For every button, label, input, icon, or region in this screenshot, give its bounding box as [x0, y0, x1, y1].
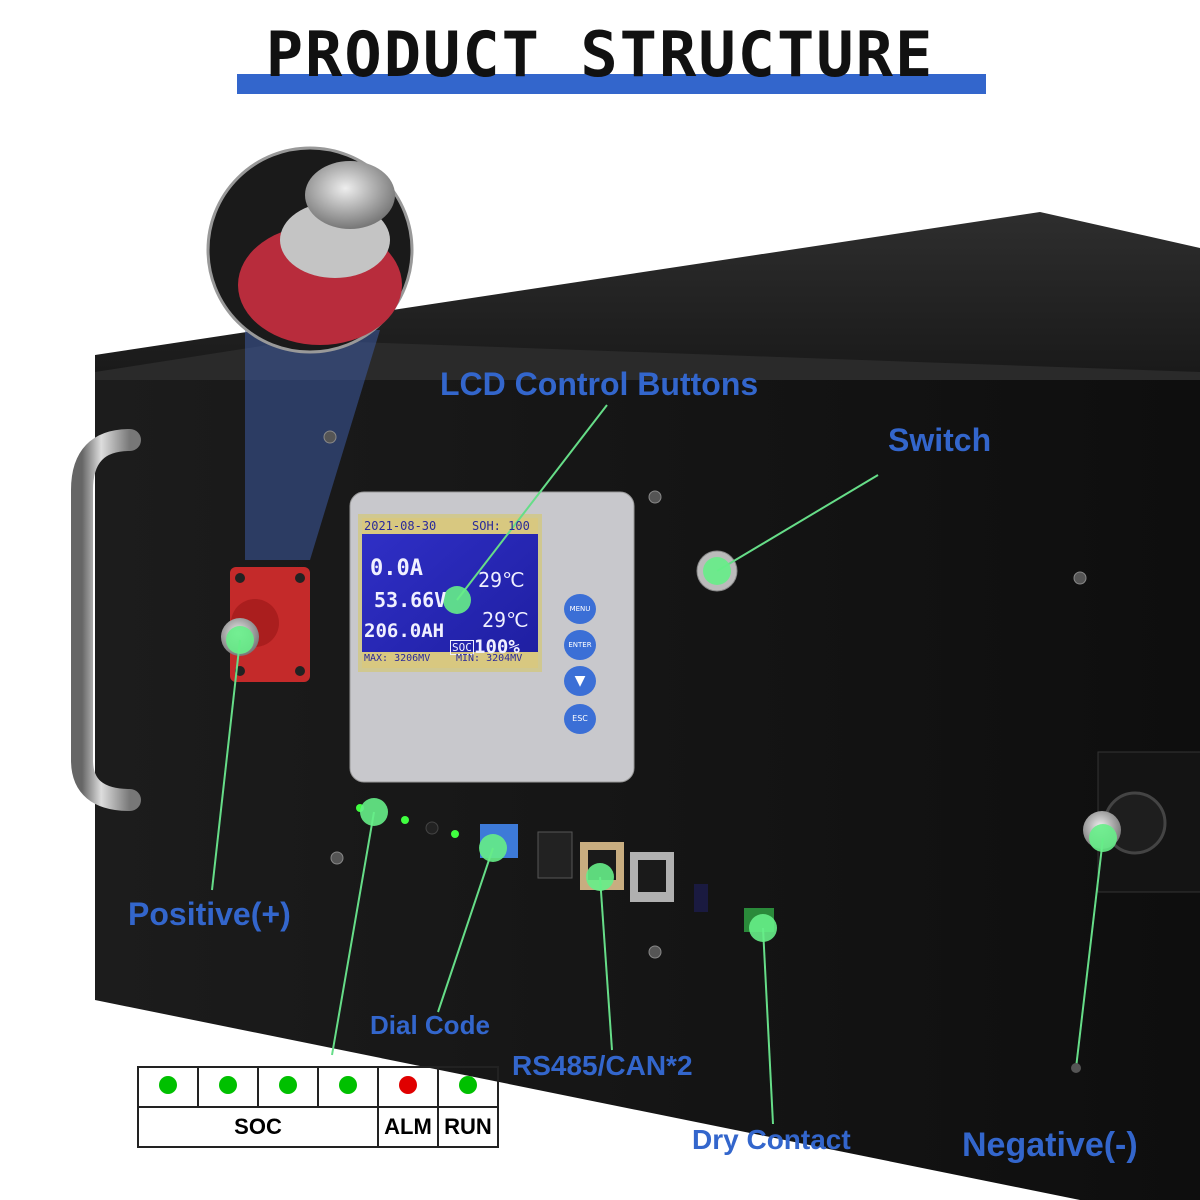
down-button[interactable]: ▼ [564, 666, 596, 696]
phone-port [537, 831, 573, 879]
lcd-temp2: 29℃ [482, 608, 529, 632]
label-dial-code: Dial Code [370, 1010, 490, 1040]
led-cell [137, 1066, 199, 1108]
led-dot-1 [159, 1076, 177, 1094]
handle [71, 429, 141, 811]
label-dry-contact: Dry Contact [692, 1124, 851, 1155]
led-dot-2 [219, 1076, 237, 1094]
label-switch: Switch [888, 422, 992, 458]
lcd-max: MAX: 3206MV [364, 653, 431, 664]
page-title: PRODUCT STRUCTURE [265, 18, 935, 91]
led-legend: SOC ALM RUN [137, 1066, 499, 1148]
led-dot-alm [399, 1076, 417, 1094]
led-cell [197, 1066, 259, 1108]
led-cell [257, 1066, 319, 1108]
lcd-min: MIN: 3204MV [456, 653, 523, 664]
lcd-capacity: 206.0AH [364, 620, 445, 642]
led-dot-3 [279, 1076, 297, 1094]
lcd-soh: SOH: 100 [472, 519, 530, 533]
alm-label: ALM [377, 1106, 439, 1148]
lcd-date: 2021-08-30 [364, 519, 437, 533]
run-label: RUN [437, 1106, 499, 1148]
lcd-current: 0.0A [370, 556, 423, 581]
lcd-voltage: 53.66V [374, 588, 447, 612]
led-dot-run [459, 1076, 477, 1094]
enter-button[interactable]: ENTER [564, 630, 596, 660]
led-cell [377, 1066, 439, 1108]
label-lcd-control-buttons: LCD Control Buttons [440, 366, 759, 402]
soc-label: SOC [137, 1106, 379, 1148]
label-negative: Negative(-) [962, 1126, 1138, 1164]
lcd-soc-value: 100% [474, 636, 520, 658]
menu-button[interactable]: MENU [564, 594, 596, 624]
label-positive: Positive(+) [128, 896, 291, 932]
led-cell [437, 1066, 499, 1108]
led-cell [317, 1066, 379, 1108]
esc-button[interactable]: ESC [564, 704, 596, 734]
label-rs485-can: RS485/CAN*2 [512, 1050, 693, 1081]
projection-beam [245, 330, 380, 560]
led-dot-4 [339, 1076, 357, 1094]
lcd-temp1: 29℃ [478, 568, 525, 592]
title-underline [237, 74, 986, 94]
lcd-soc-tag: SOC [450, 640, 474, 655]
